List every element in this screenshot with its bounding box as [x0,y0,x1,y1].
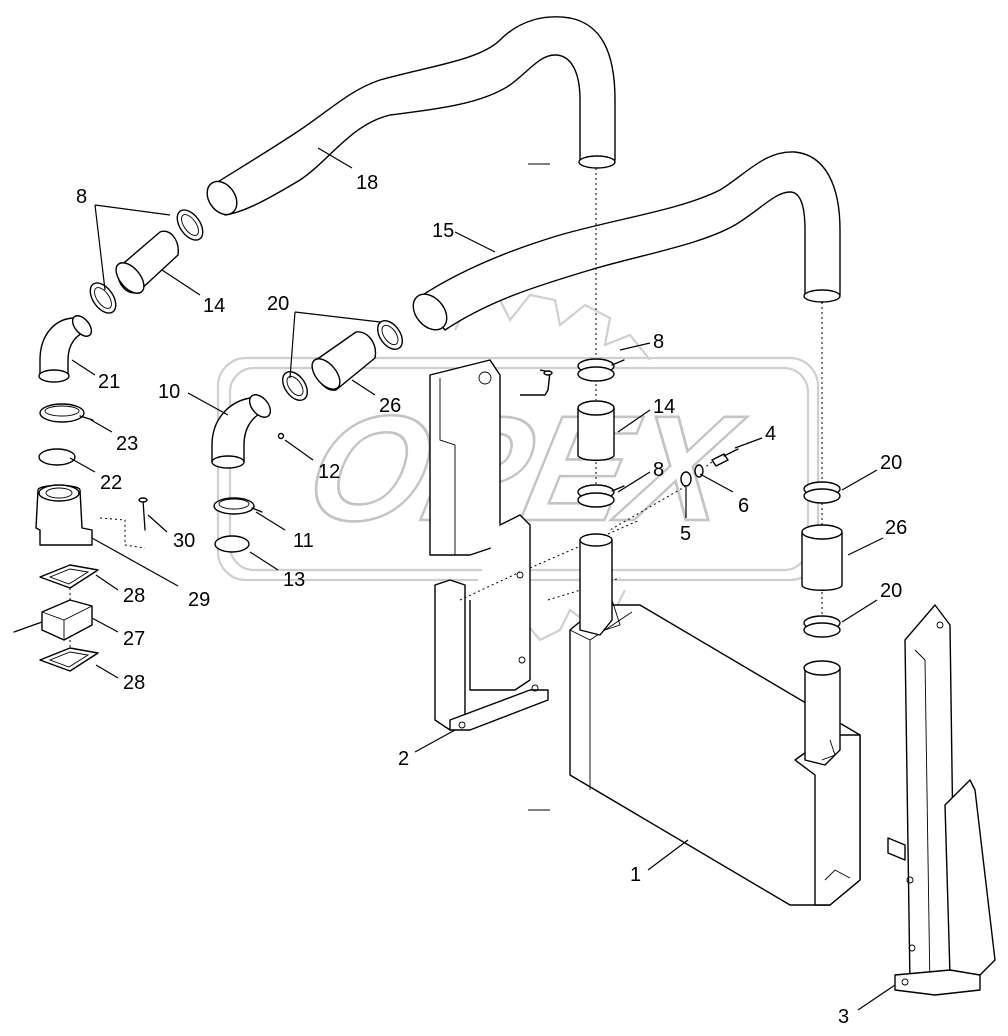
clamp-11 [213,497,263,515]
hose-26-right [801,524,843,591]
callout-28: 28 [123,672,145,694]
washer-5 [680,471,692,487]
clamp-23 [39,403,94,423]
sensor-27 [13,599,93,641]
clamp-8-center-lower [577,484,625,508]
callout-21: 21 [98,371,120,393]
callout-1: 1 [630,864,641,886]
clamp-20-right-upper [803,481,841,504]
leader-lines [69,147,896,1011]
bolt-30 [138,497,148,531]
callout-29: 29 [188,589,210,611]
hose-15 [412,151,841,331]
callout-11: 11 [293,530,314,552]
callout-20: 20 [267,293,289,315]
o-ring-22 [38,448,76,466]
callout-14: 14 [203,295,225,317]
pin-12 [277,432,285,440]
callout-30: 30 [173,530,195,552]
elbow-21 [38,315,93,383]
callout-18: 18 [356,172,378,194]
callout-23: 23 [116,433,138,455]
hose-26-left [311,331,377,391]
o-ring-13 [214,535,250,553]
callout-6: 6 [738,495,749,517]
elbow-10 [211,394,272,469]
callout-20: 20 [880,452,902,474]
callout-26: 26 [885,517,907,539]
callout-2: 2 [398,748,409,770]
gasket-28-upper [39,564,99,589]
hose-18 [206,16,616,216]
clamp-8-upper [176,209,204,241]
callout-8: 8 [653,459,664,481]
clamp-8-lower [89,282,117,314]
callout-12: 12 [318,461,340,483]
callout-4: 4 [765,423,776,445]
clamp-20-upper [376,319,404,351]
callout-10: 10 [158,381,180,403]
bracket-2 [429,359,553,731]
callout-15: 15 [432,220,454,242]
clamp-20-right-lower [803,615,841,638]
callout-13: 13 [283,569,305,591]
hose-14-upper [115,230,179,294]
callout-8: 8 [653,331,664,353]
callout-26: 26 [379,395,401,417]
callout-3: 3 [838,1006,849,1028]
clamp-8-center-upper [577,358,625,382]
callout-28: 28 [123,585,145,607]
clamp-20-lower [281,370,309,402]
callout-labels: 18 8 14 15 20 8 10 26 21 14 4 23 12 22 8… [76,172,907,1028]
housing-29 [35,484,93,546]
hose-14-center [577,400,615,461]
intercooler-1 [569,533,861,906]
callout-5: 5 [680,523,691,545]
bolt-4 [711,448,739,467]
callout-8: 8 [76,186,87,208]
bracket-3 [887,604,996,996]
gasket-28-lower [39,647,99,672]
callout-27: 27 [123,628,145,650]
callout-14: 14 [653,396,675,418]
callout-20: 20 [880,580,902,602]
callout-22: 22 [100,472,122,494]
